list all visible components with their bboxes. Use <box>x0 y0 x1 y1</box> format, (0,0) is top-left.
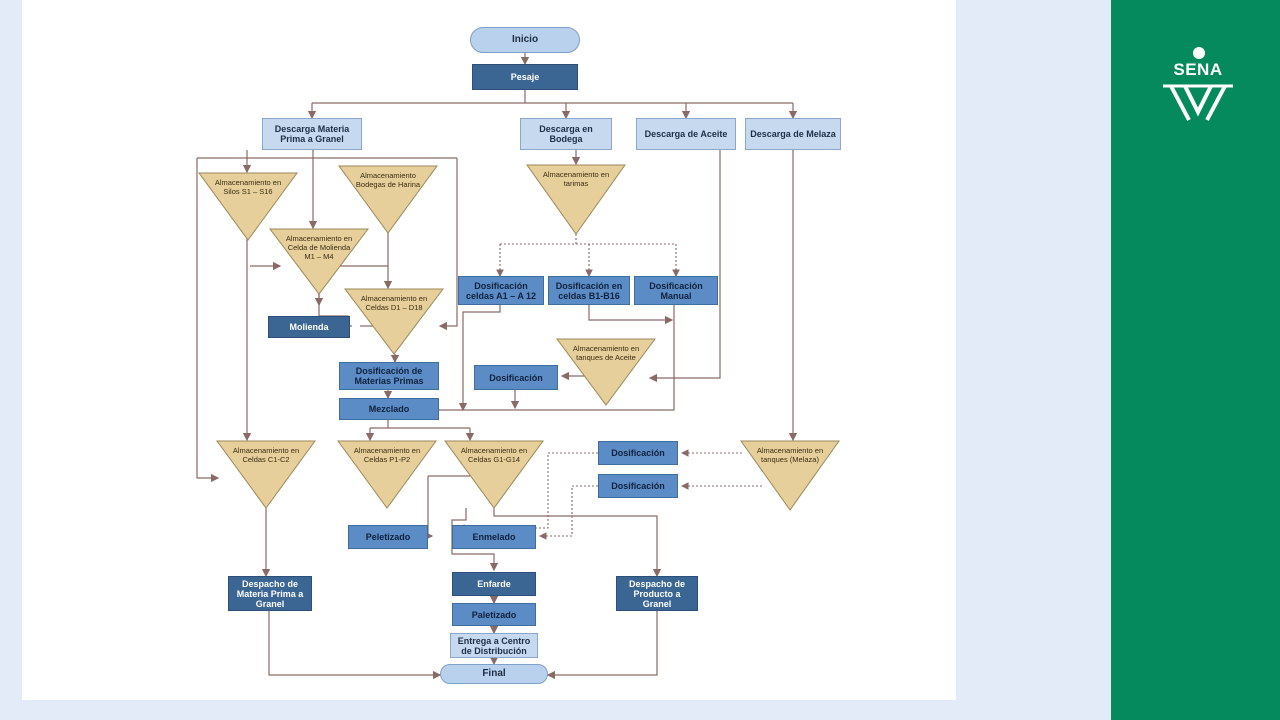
flow-connectors <box>196 52 798 680</box>
dosif-materias-primas-box: Dosificación de Materias Primas <box>339 362 439 390</box>
alm-celdas-g-label: Almacenamiento en Celdas G1-G14 <box>460 446 528 464</box>
pesaje-box: Pesaje <box>472 64 578 90</box>
alm-celdas-g-triangle: Almacenamiento en Celdas G1-G14 <box>444 440 544 515</box>
alm-tarimas-triangle: Almacenamiento en tarimas <box>526 164 626 239</box>
alm-celdas-c-label: Almacenamiento en Celdas C1-C2 <box>232 446 300 464</box>
alm-silos-triangle: Almacenamiento en Silos S1 – S16 <box>198 172 298 247</box>
sena-logo: SENA <box>1155 42 1241 128</box>
descarga-granel-box: Descarga Materia Prima a Granel <box>262 118 362 150</box>
despacho-mp-box: Despacho de Materia Prima a Granel <box>228 576 312 611</box>
alm-tanques-melaza-triangle: Almacenamiento en tanques (Melaza) <box>740 440 840 515</box>
peletizado-box: Peletizado <box>348 525 428 549</box>
alm-celda-molienda-label: Almacenamiento en Celda de Molienda M1 –… <box>285 234 353 261</box>
alm-tanques-aceite-label: Almacenamiento en tanques de Aceite <box>572 344 640 362</box>
alm-silos-label: Almacenamiento en Silos S1 – S16 <box>214 178 282 196</box>
descarga-melaza-box: Descarga de Melaza <box>745 118 841 150</box>
alm-tarimas-label: Almacenamiento en tarimas <box>542 170 610 188</box>
sena-logo-text: SENA <box>1173 60 1223 79</box>
alm-tanques-melaza-label: Almacenamiento en tanques (Melaza) <box>756 446 824 464</box>
dosif-melaza-1-box: Dosificación <box>598 441 678 465</box>
brand-sidebar: SENA <box>1111 0 1280 720</box>
despacho-producto-box: Despacho de Producto a Granel <box>616 576 698 611</box>
descarga-bodega-box: Descarga en Bodega <box>520 118 612 150</box>
enmelado-box: Enmelado <box>452 525 536 549</box>
sena-figure-icon <box>1163 47 1233 121</box>
dosif-aceite-box: Dosificación <box>474 365 558 390</box>
descarga-aceite-box: Descarga de Aceite <box>636 118 736 150</box>
paletizado-box: Paletizado <box>452 603 536 626</box>
alm-celdas-d-label: Almacenamiento en Celdas D1 – D18 <box>360 294 428 312</box>
dosif-celdas-a-box: Dosificación celdas A1 – A 12 <box>458 276 544 305</box>
dosif-celdas-b-box: Dosificación en celdas B1-B16 <box>548 276 630 305</box>
alm-bodegas-harina-label: Almacenamiento Bodegas de Harina <box>355 171 421 189</box>
alm-celdas-p-triangle: Almacenamiento en Celdas P1-P2 <box>337 440 437 515</box>
alm-celdas-d-triangle: Almacenamiento en Celdas D1 – D18 <box>344 288 444 363</box>
alm-celda-molienda-triangle: Almacenamiento en Celda de Molienda M1 –… <box>269 228 369 303</box>
end-node: Final <box>440 664 548 684</box>
alm-celdas-c-triangle: Almacenamiento en Celdas C1-C2 <box>216 440 316 515</box>
dosif-manual-box: Dosificación Manual <box>634 276 718 305</box>
entrega-box: Entrega a Centro de Distribución <box>450 633 538 658</box>
alm-celdas-p-label: Almacenamiento en Celdas P1-P2 <box>353 446 421 464</box>
mezclado-box: Mezclado <box>339 398 439 420</box>
alm-tanques-aceite-triangle: Almacenamiento en tanques de Aceite <box>556 338 656 413</box>
molienda-box: Molienda <box>268 316 350 338</box>
alm-bodegas-harina-triangle: Almacenamiento Bodegas de Harina <box>338 165 438 240</box>
enfarde-box: Enfarde <box>452 572 536 596</box>
dosif-melaza-2-box: Dosificación <box>598 474 678 498</box>
start-node: Inicio <box>470 27 580 53</box>
